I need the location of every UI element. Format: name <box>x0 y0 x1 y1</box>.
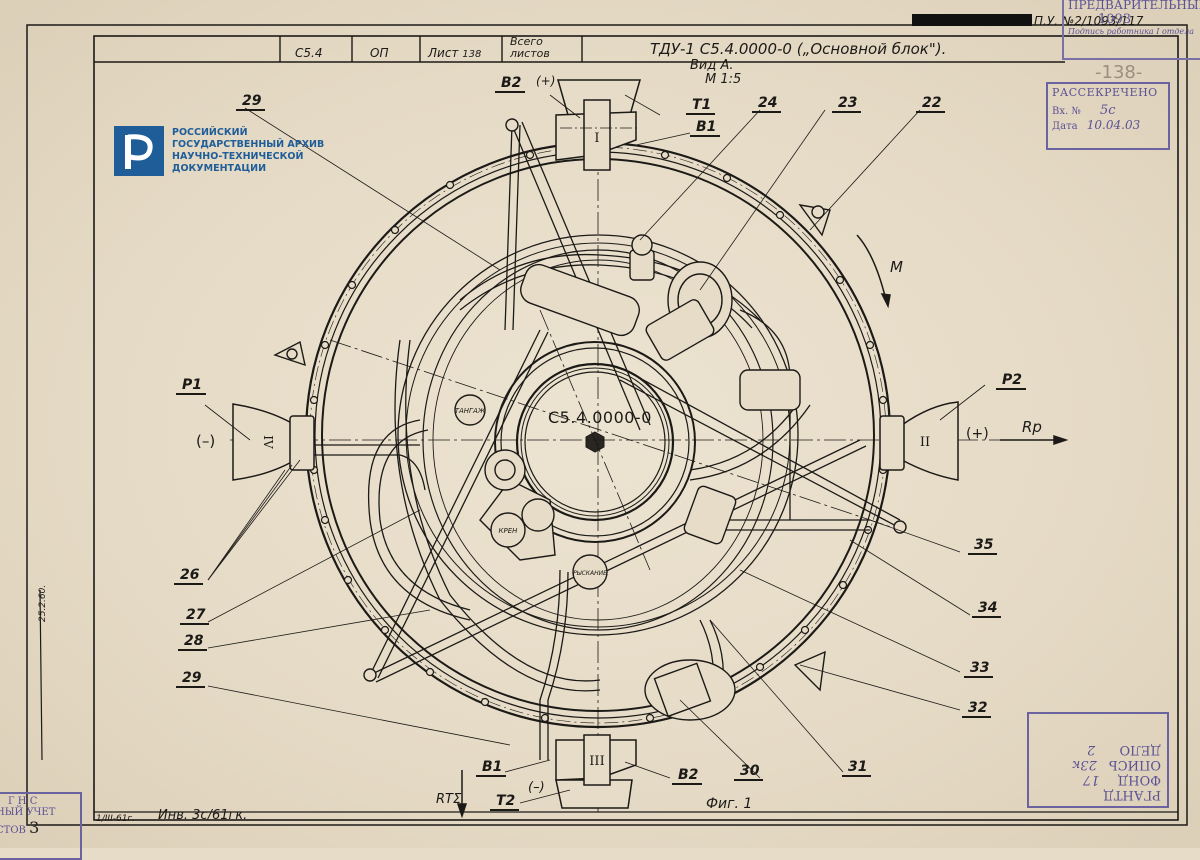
label-right-p2: Р2 <box>996 373 1027 390</box>
fond-label: ФОНД <box>1117 772 1161 787</box>
fond-value: 17 <box>1082 772 1100 787</box>
nameplate-pitch: ТАНГАЖ <box>455 407 486 415</box>
nozzle-top <box>555 79 641 171</box>
nozzle-bottom <box>555 734 637 809</box>
view-label: Вид А. <box>690 58 734 73</box>
sheet-number: 138 <box>462 49 482 60</box>
stamp-declassified-title: РАССЕКРЕЧЕНО <box>1052 86 1158 99</box>
accounting-line-1: Г Н С <box>8 796 38 807</box>
delo-label: ДЕЛО <box>1119 742 1161 757</box>
sheet-label: Лист <box>428 46 459 60</box>
label-left-p1: Р1 <box>176 378 207 395</box>
drawing-title: ТДУ-1 С5.4.0000-0 („Основной блок"). <box>650 40 947 58</box>
label-top-t1: Т1 <box>686 98 716 115</box>
title-block-sheet: Лист 138 <box>428 46 481 60</box>
outer-frame <box>26 24 1188 826</box>
scale-label: М 1:5 <box>705 72 742 87</box>
opis-value: 23к <box>1072 757 1097 772</box>
archive-delo-row: ДЕЛО 2 <box>1035 742 1161 757</box>
archive-logo-icon <box>114 126 164 176</box>
nozzle-left <box>232 403 315 481</box>
label-bottom-t2: Т2 <box>490 794 520 811</box>
center-part-number: С5.4.0000-0 <box>548 408 652 427</box>
logo-line-2: ГОСУДАРСТВЕННЫЙ АРХИВ <box>172 139 325 150</box>
label-top-b1: В1 <box>690 120 721 137</box>
inner-frame <box>93 35 1179 821</box>
accounting-stov: СТОВ <box>0 825 26 836</box>
callout-34: 34 <box>972 601 1002 618</box>
label-top-plus: (+) <box>536 74 556 88</box>
callout-35: 35 <box>968 538 998 555</box>
stamp-preliminary-number: 1093 <box>1098 12 1132 27</box>
callout-30: 30 <box>734 764 764 781</box>
callout-29-bottom: 29 <box>176 671 206 688</box>
accounting-number: 3 <box>29 818 40 837</box>
nozzle-right <box>879 401 959 481</box>
stamp-preliminary-title: ПРЕДВАРИТЕЛЬНЫЙ <box>1068 0 1200 12</box>
date-label: Дата <box>1052 121 1078 132</box>
accounting-line-3: СТОВ 3 <box>0 818 76 837</box>
callout-29-top: 29 <box>236 94 266 111</box>
registration-number: П.У. №2/1093/117 <box>1034 14 1144 28</box>
callout-32: 32 <box>962 701 992 718</box>
accounting-line-2: НЫЙ УЧЕТ <box>0 807 56 818</box>
nameplate-roll: КРЕН <box>499 527 519 535</box>
svg-text:II: II <box>920 435 930 450</box>
label-bottom-b2: В2 <box>672 768 703 785</box>
callout-23: 23 <box>832 96 862 113</box>
stamp-preliminary-sign: Подпись работника I отдела <box>1068 27 1195 36</box>
delo-value: 2 <box>1087 742 1096 757</box>
figure-label: Фиг. 1 <box>706 796 753 812</box>
title-block-doc-code: С5.4 <box>295 46 323 60</box>
callout-27: 27 <box>180 608 210 625</box>
opis-label: ОПИСЬ <box>1108 757 1161 772</box>
redaction-bar <box>912 14 1032 26</box>
label-bottom-minus: (–) <box>528 780 545 795</box>
callout-28: 28 <box>178 634 208 651</box>
label-top-b2: В2 <box>495 76 526 93</box>
stamp-archive: РГАНТД ФОНД 17 ОПИСЬ 23к ДЕЛО 2 <box>1027 712 1169 808</box>
date-value: 10.04.03 <box>1086 118 1141 132</box>
archive-fond-row: ФОНД 17 <box>1035 772 1161 787</box>
svg-text:IV: IV <box>261 435 275 449</box>
inventory-number: Инв. 3с/61гк. <box>158 808 248 823</box>
thrust-sum-label: RТΣ <box>436 792 462 807</box>
logo-line-3: НАУЧНО-ТЕХНИЧЕСКОЙ <box>172 151 304 162</box>
archive-logo-text: РОССИЙСКИЙ ГОСУДАРСТВЕННЫЙ АРХИВ НАУЧНО-… <box>172 127 324 175</box>
archive-name: РГАНТД <box>1103 787 1161 802</box>
stamp-accounting: Г Н С НЫЙ УЧЕТ СТОВ 3 <box>0 792 82 860</box>
archive-logo: РОССИЙСКИЙ ГОСУДАРСТВЕННЫЙ АРХИВ НАУЧНО-… <box>114 126 324 176</box>
total-label-1: Всего <box>510 35 543 48</box>
callout-31: 31 <box>842 760 872 777</box>
thrust-label: Rр <box>1022 418 1042 436</box>
total-label-2: листов <box>510 47 550 60</box>
in-no-label: Вх. № <box>1052 106 1081 117</box>
callout-22: 22 <box>916 96 946 113</box>
label-right-plus: (+) <box>966 426 989 442</box>
page-number-pencil: -138- <box>1095 62 1143 83</box>
bottom-date: 1/III-61г. <box>96 814 136 824</box>
center-nut <box>585 431 605 453</box>
logo-line-4: ДОКУМЕНТАЦИИ <box>172 163 267 174</box>
stamp-preliminary: ПРЕДВАРИТЕЛЬНЫЙ 1093 Подпись работника I… <box>1062 0 1200 60</box>
stamp-declassified-date-row: Дата 10.04.03 <box>1052 118 1164 132</box>
svg-text:I: I <box>594 131 599 146</box>
callout-33: 33 <box>964 661 994 678</box>
callout-24: 24 <box>752 96 782 113</box>
callout-26: 26 <box>174 568 204 585</box>
archive-opis-row: ОПИСЬ 23к <box>1035 757 1162 772</box>
in-no-value: 5с <box>1100 103 1116 118</box>
nameplate-yaw: РЫСКАНИЕ <box>573 570 607 577</box>
title-block-doc-type: ОП <box>370 46 389 60</box>
label-bottom-b1: В1 <box>476 760 507 777</box>
label-left-minus: (–) <box>196 432 216 450</box>
logo-line-1: РОССИЙСКИЙ <box>172 127 248 138</box>
margin-date-vertical: 25.2.60. <box>38 584 48 622</box>
stamp-declassified-in-no-row: Вх. № 5с <box>1052 103 1164 118</box>
svg-text:III: III <box>589 754 604 769</box>
stamp-declassified: РАССЕКРЕЧЕНО Вх. № 5с Дата 10.04.03 <box>1046 82 1170 150</box>
moment-label: М <box>890 258 903 276</box>
